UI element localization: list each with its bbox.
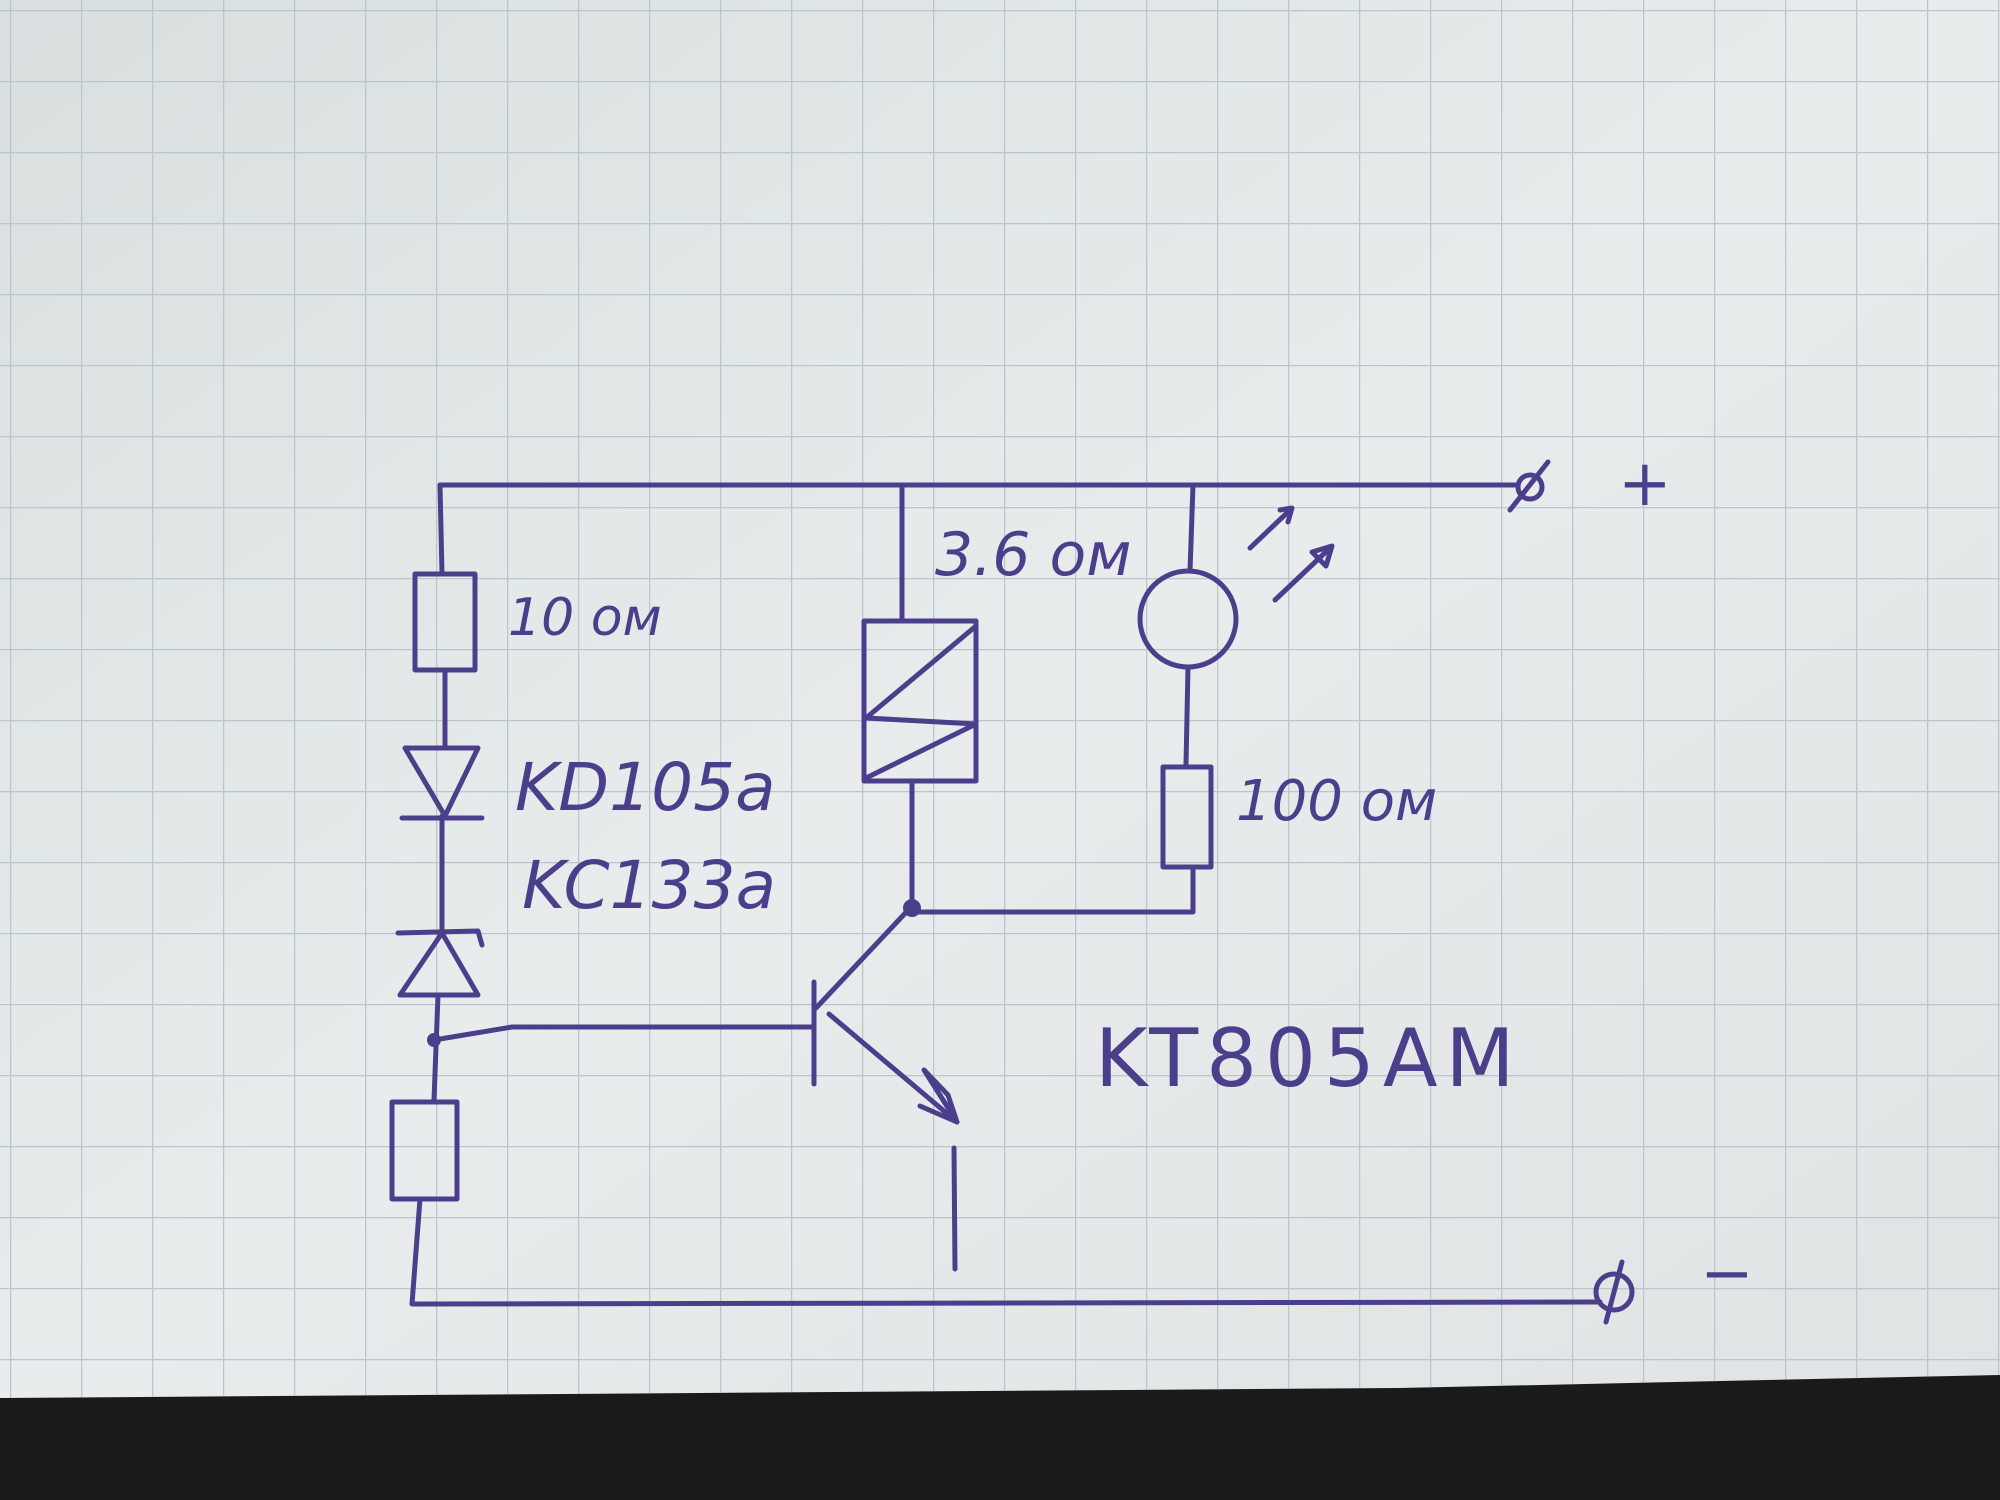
zener-kc133a <box>395 928 485 998</box>
left-branch-wire <box>409 482 1603 1307</box>
zener-label: KC133a <box>522 847 776 924</box>
terminal-slash <box>1603 1259 1625 1325</box>
terminal-slash <box>1507 459 1551 513</box>
resistor-100-ohm-label: 100 ом <box>1236 769 1437 834</box>
relay-coil <box>861 618 979 784</box>
transistor-kt805am <box>811 903 960 1125</box>
emitter-arrow <box>917 1067 960 1125</box>
positive-terminal-label: + <box>1618 447 1672 521</box>
diode-kd105a <box>399 745 485 821</box>
base-wire <box>431 1024 817 1043</box>
resistor-10-ohm-label: 10 ом <box>508 588 662 648</box>
relay-coil-winding <box>863 623 979 781</box>
negative-terminal-label: − <box>1700 1237 1754 1311</box>
lamp-indicator <box>1137 568 1239 670</box>
light-arrows-icon <box>1247 505 1335 603</box>
negative-terminal <box>1593 1271 1635 1313</box>
positive-terminal <box>1515 472 1545 502</box>
emitter-wire <box>951 1145 958 1272</box>
transistor-label: KT805AM <box>1095 1012 1523 1105</box>
relay-wire <box>899 482 915 909</box>
grid-lines <box>0 0 2000 1398</box>
diode-label: KD105a <box>515 749 776 826</box>
resistor-bottom <box>389 1099 460 1202</box>
resistor-100-ohm <box>1160 764 1214 870</box>
lamp-wire <box>909 482 1196 915</box>
relay-label: 3.6 ом <box>935 520 1131 590</box>
resistor-10-ohm <box>412 571 478 673</box>
